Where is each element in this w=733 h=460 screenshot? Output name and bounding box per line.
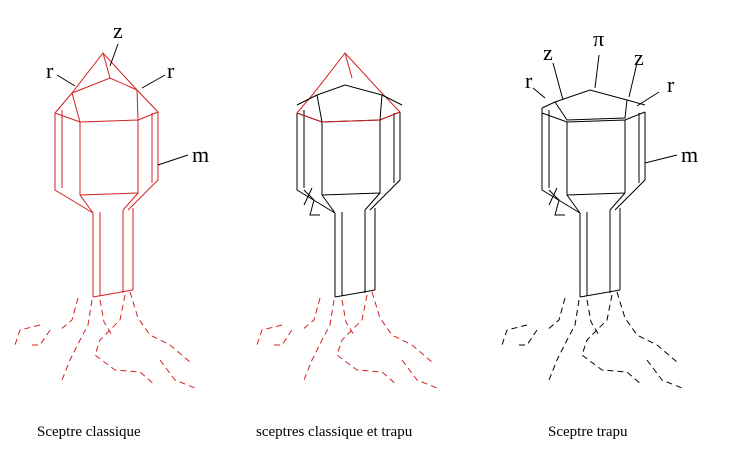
caption-sceptre-classique: Sceptre classique xyxy=(37,424,141,440)
label-z-left: z xyxy=(543,40,553,65)
label-r-right: r xyxy=(167,58,175,83)
label-z-right: z xyxy=(634,45,644,70)
figure-sceptre-trapu: π z z r r m xyxy=(501,26,698,389)
label-m: m xyxy=(681,142,698,167)
label-r-left: r xyxy=(46,58,54,83)
label-r-right: r xyxy=(667,72,675,97)
caption-sceptres-classique-et-trapu: sceptres classique et trapu xyxy=(256,424,413,440)
label-r-left: r xyxy=(525,68,533,93)
figure-sceptre-classique: z r r m xyxy=(14,18,209,389)
label-pi: π xyxy=(593,26,604,51)
caption-sceptre-trapu: Sceptre trapu xyxy=(548,424,628,440)
label-m: m xyxy=(192,142,209,167)
label-z: z xyxy=(113,18,123,43)
figure-sceptres-classique-et-trapu xyxy=(256,52,438,389)
